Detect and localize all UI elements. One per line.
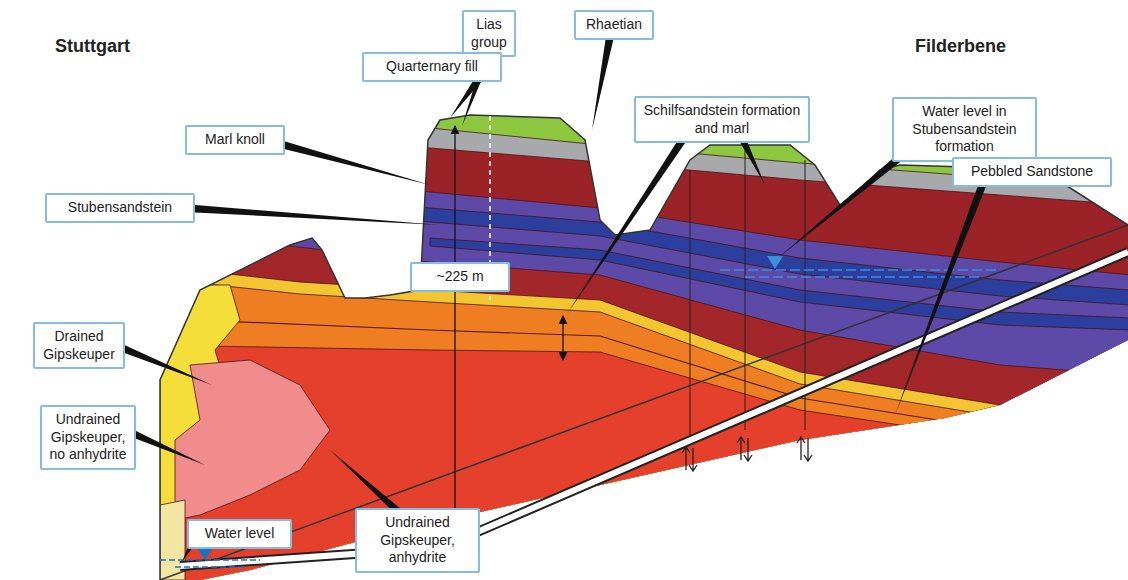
callout-box: Drained Gipskeuper	[33, 322, 125, 369]
marl-layer	[150, 115, 1128, 580]
leader-line	[895, 179, 988, 415]
fault-arrows	[682, 437, 812, 471]
callout-box: Stubensandstein	[45, 193, 195, 223]
callout-text: Marl knoll	[193, 131, 277, 149]
callout-text: ~225 m	[418, 268, 502, 286]
callout-text: Rhaetian	[582, 16, 646, 34]
leader-line	[592, 36, 614, 130]
water-level-symbol	[720, 256, 1000, 277]
callout-box: Rhaetian	[574, 10, 654, 40]
terrain-surface	[160, 115, 1128, 580]
dimension-line	[454, 126, 455, 546]
leader-line	[114, 342, 212, 385]
callout-text: Water level	[195, 525, 284, 543]
callout-text: Drained Gipskeuper	[41, 328, 117, 363]
callout-box: Marl knoll	[185, 125, 285, 155]
callout-box: Undrained Gipskeuper, anhydrite	[355, 508, 480, 573]
tunnel-outline	[180, 252, 1128, 566]
rhaetian-layer	[150, 100, 1128, 580]
callout-box: Pebbled Sandstone	[952, 157, 1112, 187]
leader-line	[180, 204, 440, 225]
undrained-no-anhydrite	[175, 360, 330, 520]
strata	[150, 90, 1128, 580]
leader-line	[567, 131, 690, 314]
callout-box: Water level in Stubensandstein formation	[892, 97, 1037, 162]
callout-text: Schilfsandstein formation and marl	[642, 102, 802, 137]
callout-text: Undrained Gipskeuper, anhydrite	[363, 514, 472, 567]
callout-text: Quarternary fill	[370, 58, 494, 76]
callout-text: Pebbled Sandstone	[960, 163, 1104, 181]
thickness-line	[562, 316, 563, 360]
leader-line	[778, 149, 909, 258]
leader-line	[274, 139, 430, 185]
place-name: Stuttgart	[55, 36, 130, 57]
gipskeuper-upper-layer	[150, 278, 1128, 580]
place-name: Filderbene	[915, 36, 1006, 57]
callout-text: Undrained Gipskeuper, no anhydrite	[48, 411, 128, 464]
callout-box: Lias group	[462, 10, 516, 57]
leader-line	[125, 427, 205, 465]
callout-box: Quarternary fill	[362, 52, 502, 82]
quaternary-layer	[150, 90, 1128, 580]
callout-text: Stubensandstein	[53, 199, 187, 217]
tunnel	[180, 252, 1128, 566]
callout-box: Schilfsandstein formation and marl	[634, 96, 810, 143]
callout-box: Undrained Gipskeuper, no anhydrite	[40, 405, 136, 470]
dimension-box: ~225 m	[410, 262, 510, 292]
leader-lines	[114, 36, 987, 562]
callout-text: Water level in Stubensandstein formation	[900, 103, 1029, 156]
stubensandstein-layer	[150, 165, 1128, 580]
water-level-symbol	[160, 548, 260, 567]
callout-box: Water level	[187, 519, 292, 549]
callout-text: Lias group	[470, 16, 508, 51]
